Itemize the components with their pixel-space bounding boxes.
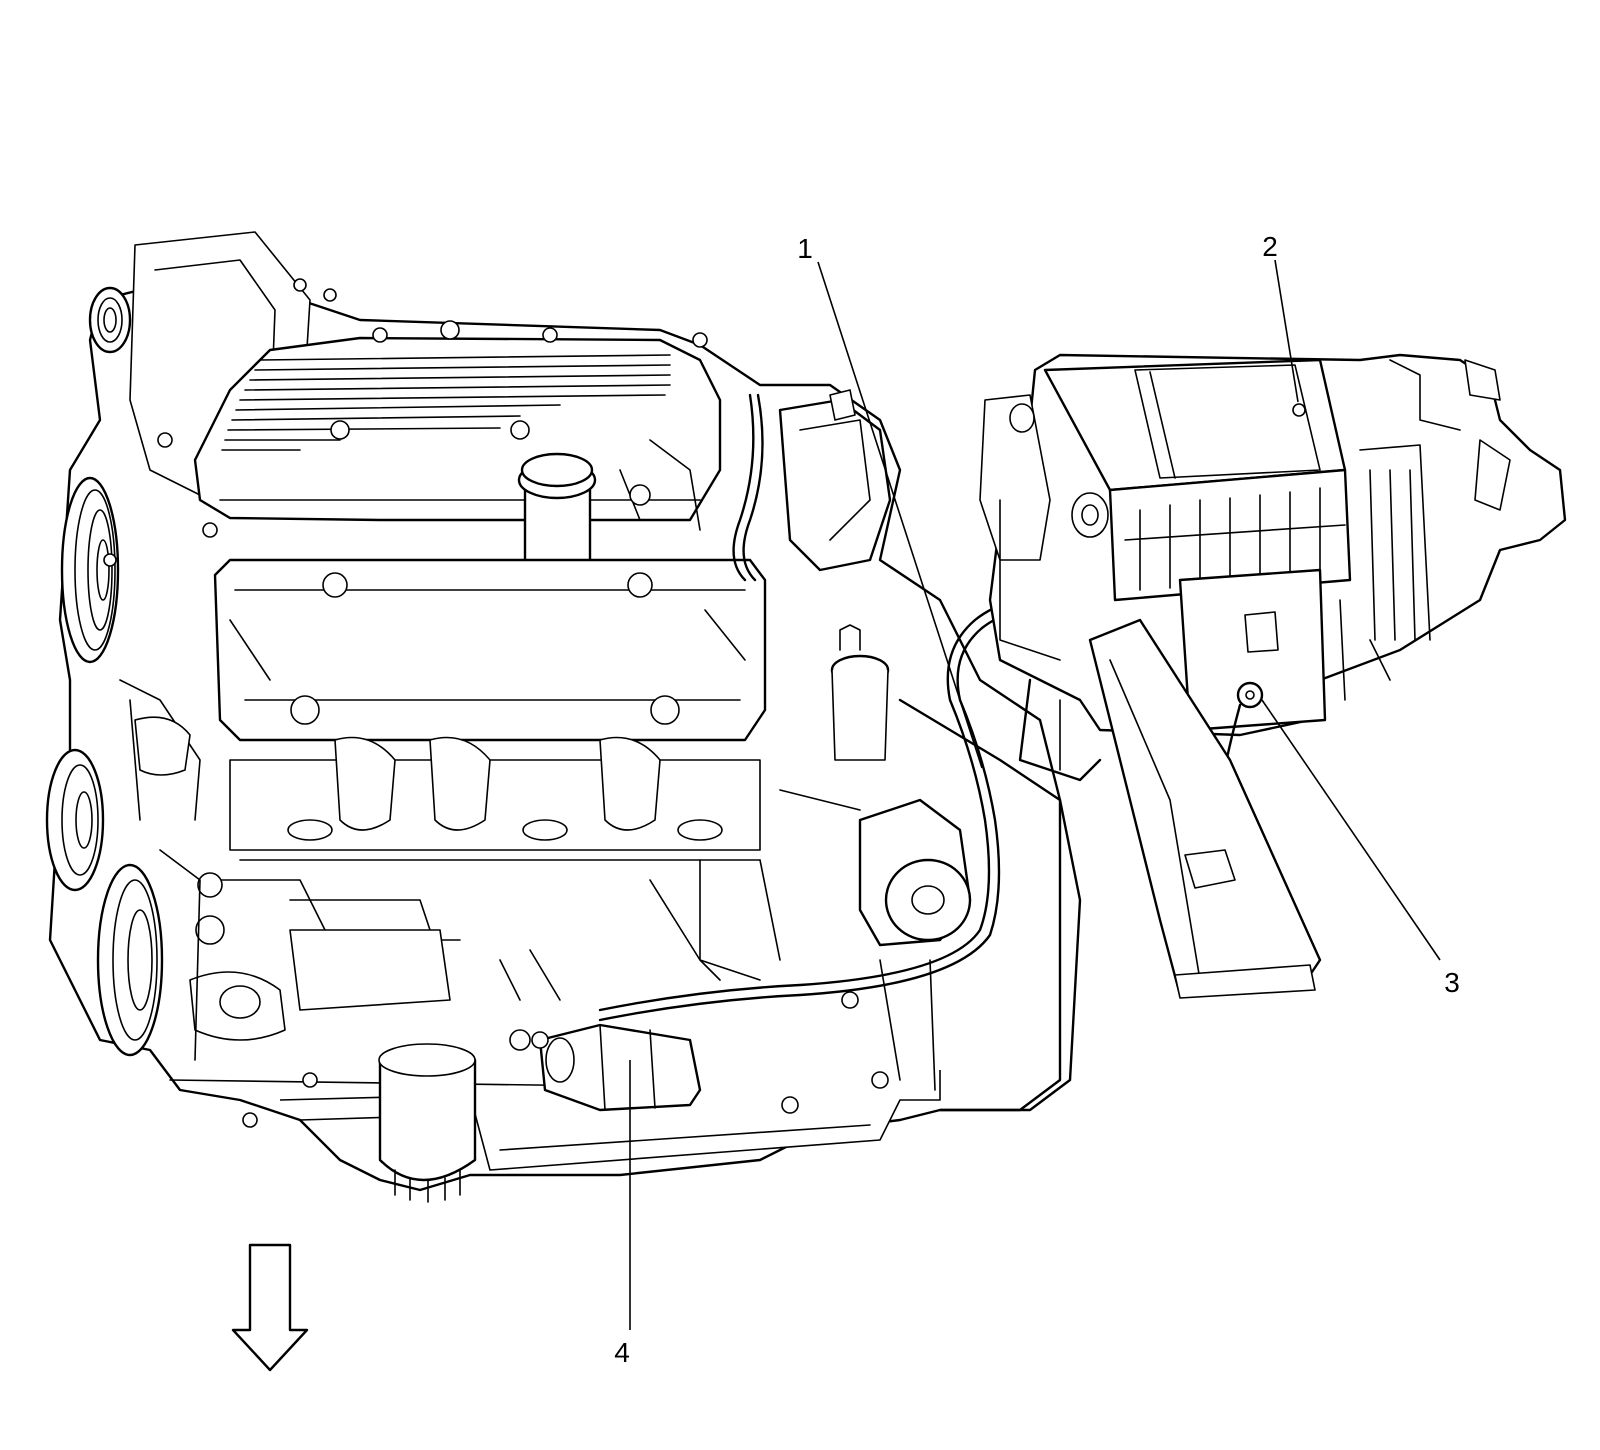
leader-line-2 [1274,259,1299,403]
fasteners [103,278,889,1128]
wiring-harness [598,393,1052,1022]
leader-line-1 [817,261,983,769]
detail-lines [119,439,936,1091]
leader-lines [629,259,1441,1330]
engine-block [159,849,901,1091]
callout-1: 1 [797,233,813,264]
oil-filter [378,1043,477,1203]
leader-line-3 [1261,699,1441,961]
tray-bracket [979,394,1109,661]
fuse-block-assembly [979,353,1567,999]
battery-cable [1088,618,1322,999]
callout-2-bolt [1292,403,1306,417]
thermostat-housing [830,624,890,761]
engine-assembly [45,231,1082,1203]
throttle-body [778,389,892,572]
fuse-block [1043,358,1352,602]
callout-2: 2 [1262,231,1278,262]
lower-valve-cover [213,558,767,742]
pulley-upper [88,286,132,354]
pulley-middle [60,476,120,664]
callout-4: 4 [614,1337,630,1368]
manifold-ports [229,736,761,861]
engine-mount [779,789,972,947]
pulley-lower [45,748,105,892]
pulley-bottom [96,863,164,1057]
callout-3: 3 [1444,967,1460,998]
down-arrow-icon [231,1243,309,1372]
starter-motor [509,1023,702,1112]
